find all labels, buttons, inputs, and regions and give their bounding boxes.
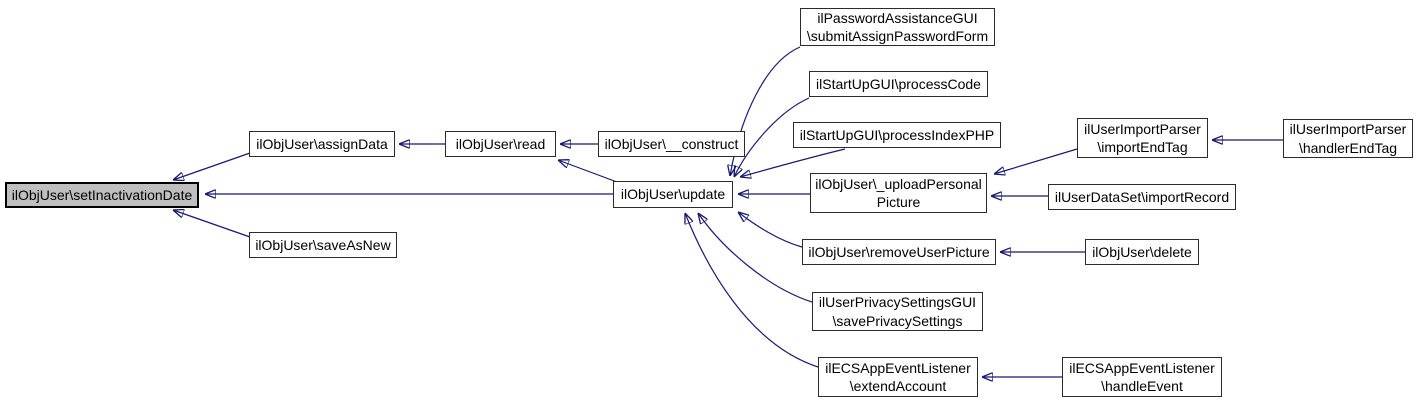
node-handlerendtag[interactable]: ilUserImportParser \handlerEndTag xyxy=(1283,119,1413,158)
node-uploadpersonalpicture[interactable]: ilObjUser\_uploadPersonal Picture xyxy=(810,173,987,213)
node-removeuserpicture[interactable]: ilObjUser\removeUserPicture xyxy=(802,239,996,265)
node-assigndata[interactable]: ilObjUser\assignData xyxy=(249,131,395,157)
edge-processIndexPHP-update xyxy=(740,148,846,177)
edge-processCode-update xyxy=(734,97,810,177)
edge-saveAsNew-setInactivationDate xyxy=(173,210,251,238)
node-read[interactable]: ilObjUser\read xyxy=(445,131,556,157)
node-setinactivationdate: ilObjUser\setInactivationDate xyxy=(5,182,199,208)
edge-extendAccount-update xyxy=(685,213,819,368)
node-extendaccount[interactable]: ilECSAppEventListener \extendAccount xyxy=(818,357,978,397)
node-importrecord[interactable]: ilUserDataSet\importRecord xyxy=(1048,184,1236,210)
node-handleevent[interactable]: ilECSAppEventListener \handleEvent xyxy=(1062,357,1222,397)
edge-savePrivacySettings-update xyxy=(698,213,813,303)
node-delete[interactable]: ilObjUser\delete xyxy=(1085,239,1199,265)
edge-assignData-setInactivationDate xyxy=(173,152,251,180)
node-saveprivacysettings[interactable]: ilUserPrivacySettingsGUI \savePrivacySet… xyxy=(812,292,983,331)
node-processcode[interactable]: ilStartUpGUI\processCode xyxy=(809,71,988,97)
node-importendtag[interactable]: ilUserImportParser \importEndTag xyxy=(1077,118,1208,158)
edge-removeUserPicture-update xyxy=(738,212,803,248)
node-update[interactable]: ilObjUser\update xyxy=(613,181,733,208)
node-processindexphp[interactable]: ilStartUpGUI\processIndexPHP xyxy=(793,122,1001,148)
edge-update-read xyxy=(558,160,618,183)
node-saveasnew[interactable]: ilObjUser\saveAsNew xyxy=(249,232,397,258)
node-submitassignpasswordform[interactable]: ilPasswordAssistanceGUI \submitAssignPas… xyxy=(800,8,995,46)
edge-importEndTag-uploadPersonalPicture xyxy=(994,148,1078,174)
node-construct[interactable]: ilObjUser\__construct xyxy=(598,131,745,157)
